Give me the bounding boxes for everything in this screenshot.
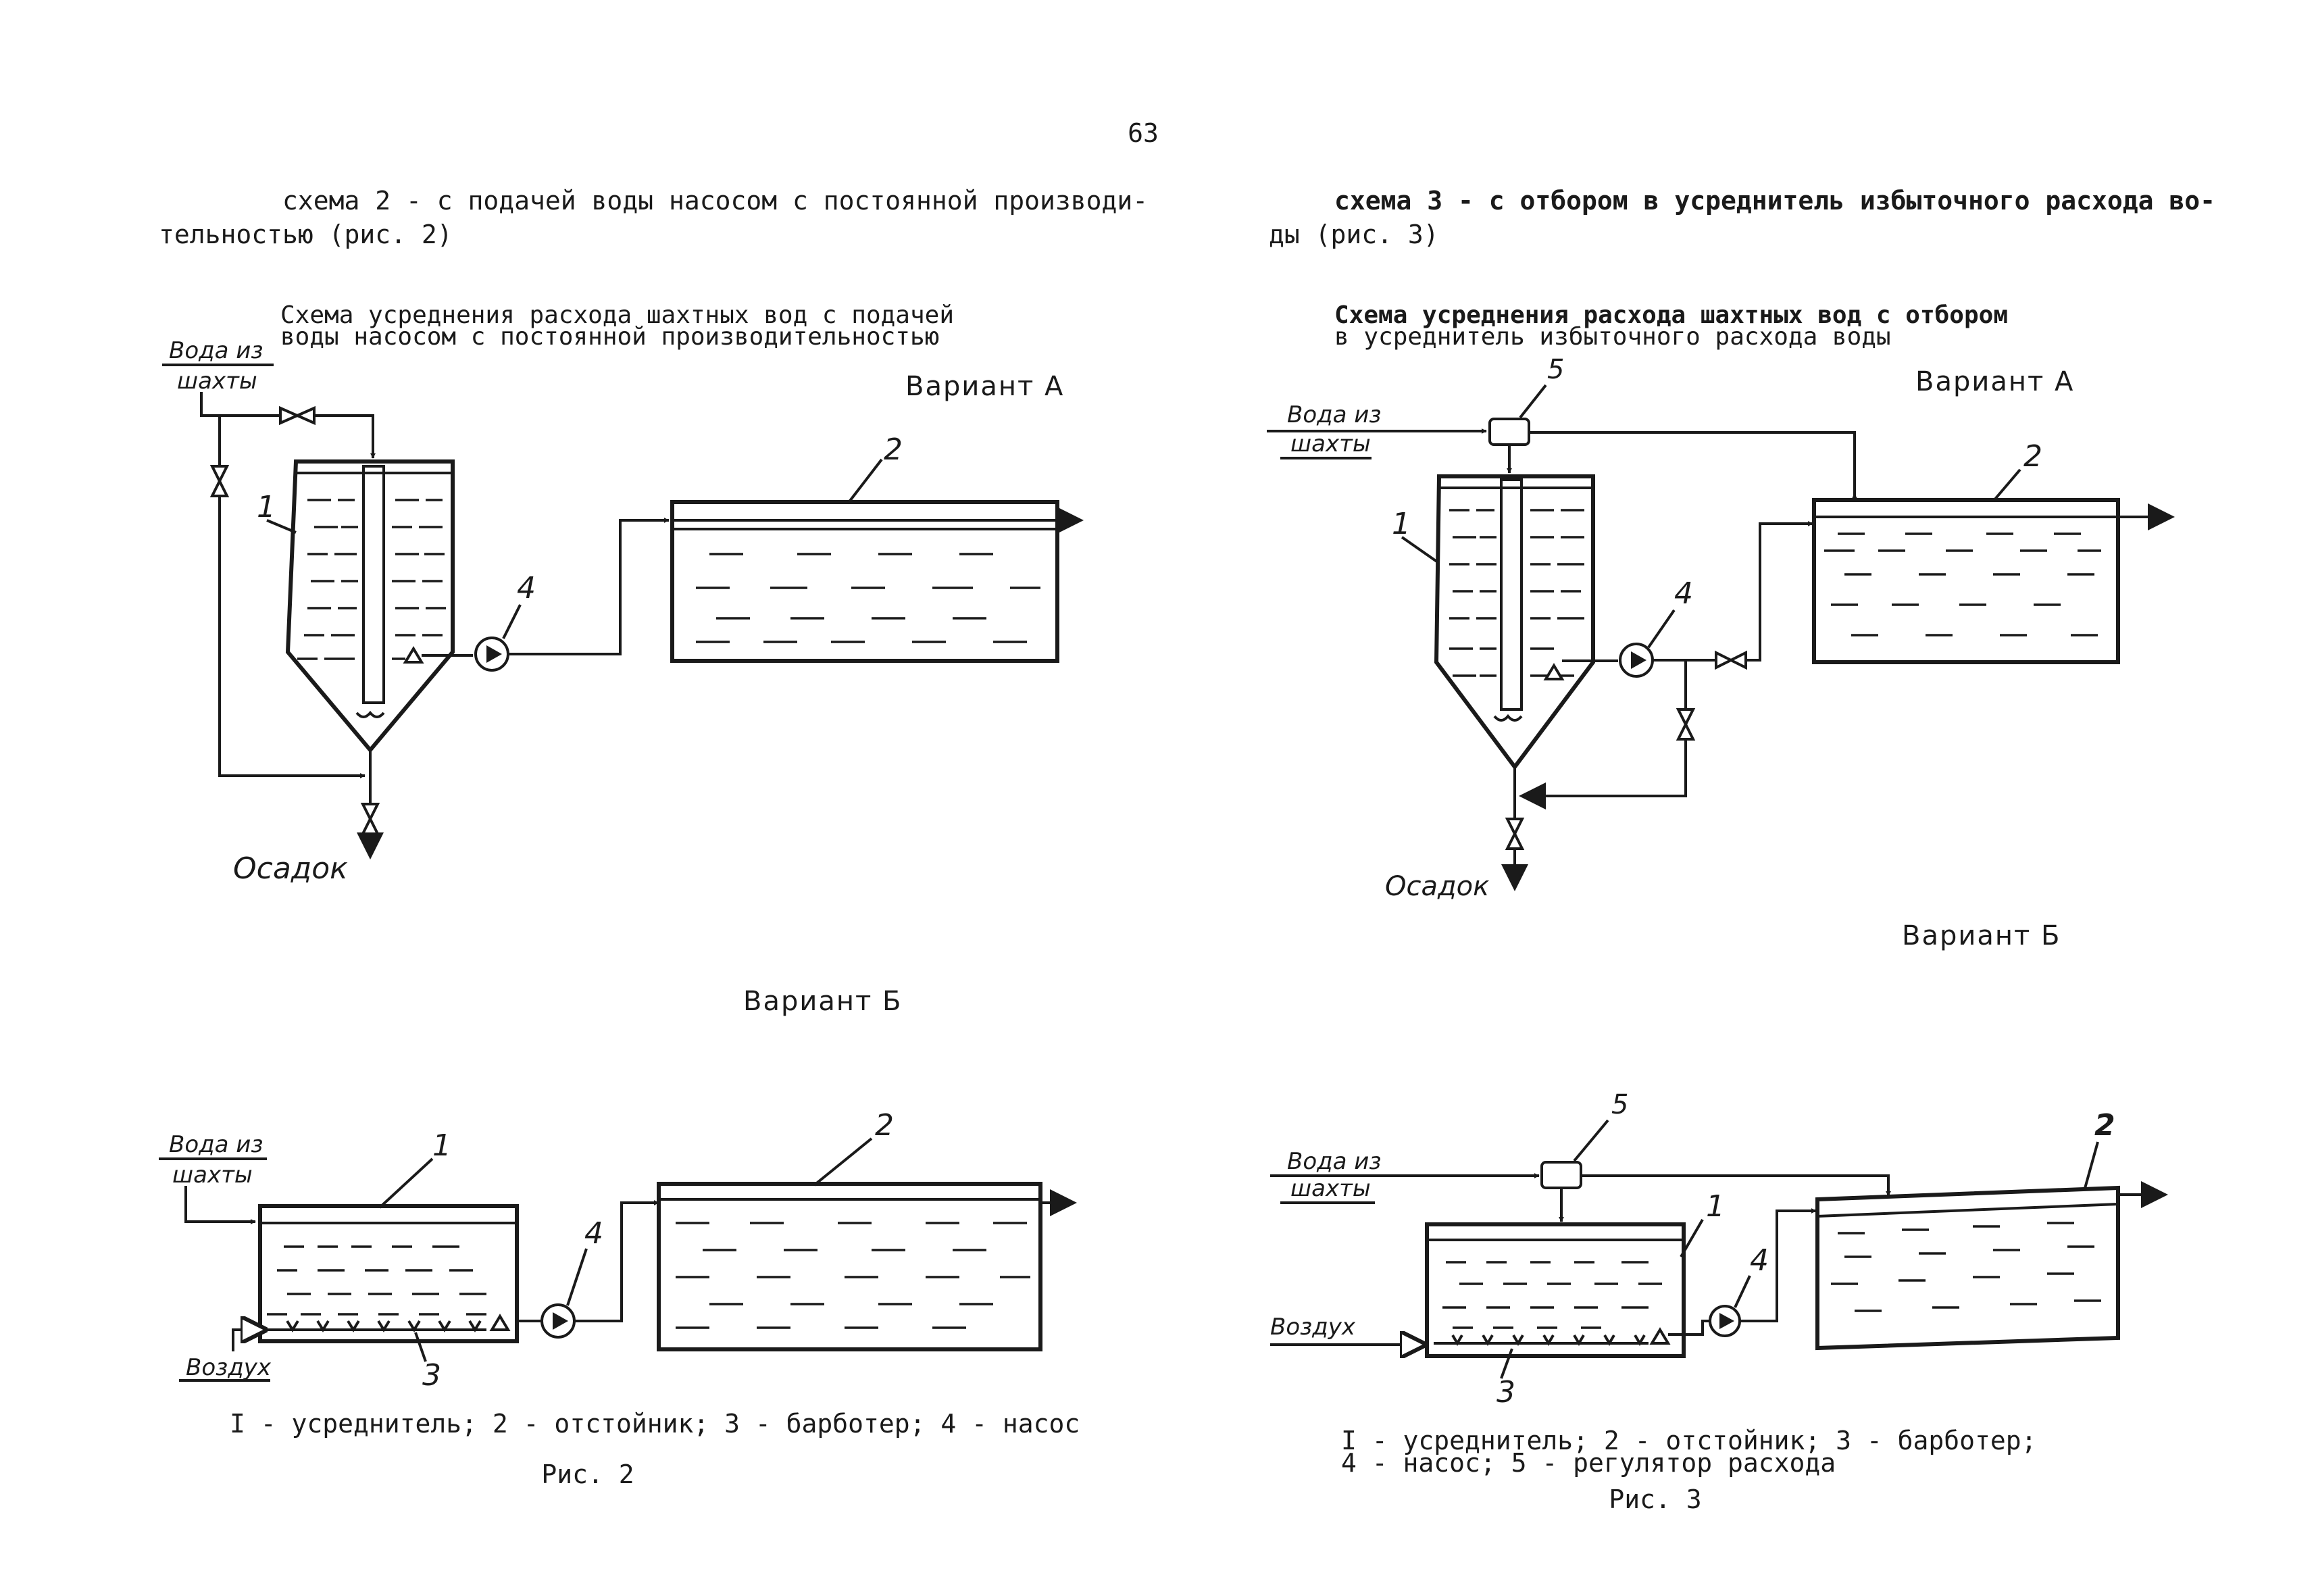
right-variant-b-label: Вариант Б (1902, 920, 2061, 951)
right-legend-line1: I - усреднитель; 2 - отстойник; 3 - барб… (1341, 1426, 2037, 1455)
left-variant-b-label: Вариант Б (743, 986, 902, 1017)
fig2b-label-1: 1 (432, 1128, 451, 1163)
right-variant-a-label: Вариант А (1915, 366, 2074, 397)
left-legend: I - усреднитель; 2 - отстойник; 3 - барб… (230, 1409, 1080, 1439)
fig3b-label-4: 4 (1750, 1243, 1769, 1278)
fig3a-sludge-valve (1505, 818, 1525, 850)
fig3a-label-4: 4 (1674, 576, 1693, 611)
fig3b-inlet-label-line2: шахты (1290, 1175, 1371, 1202)
fig2b-settler-tank (657, 1182, 1042, 1351)
fig2a-pump (474, 637, 509, 672)
fig3b-inlet-label-line1: Вода из (1287, 1148, 1381, 1175)
page-number: 63 (1128, 118, 1159, 148)
right-figure-title-line2: в усреднитель избыточного расхода воды (1334, 323, 1891, 351)
right-figure-title-line1: Схема усреднения расхода шахтных вод с о… (1334, 301, 2008, 329)
fig2a-settler-tank (670, 500, 1059, 663)
fig2b-label-3: 3 (422, 1358, 441, 1393)
fig3b-label-2: 2 (2094, 1108, 2115, 1143)
fig3a-label-5: 5 (1547, 354, 1564, 385)
fig2-variant-a-diagram: Вода из шахты (162, 337, 1084, 886)
fig2a-inlet-valve (279, 405, 316, 426)
left-intro-line1: схема 2 - с подачей воды насосом с посто… (282, 186, 1148, 216)
fig3a-recirculation-valve (1676, 708, 1696, 741)
fig3a-settler-tank (1812, 498, 2120, 664)
right-legend-line2: 4 - насос; 5 - регулятор расхода (1341, 1448, 1836, 1478)
left-intro-line2: тельностью (рис. 2) (159, 220, 453, 249)
fig2a-water-dashes (297, 499, 446, 660)
fig3b-flow-regulator (1540, 1161, 1582, 1189)
fig2a-label-1: 1 (257, 490, 276, 524)
fig2-variant-b-diagram: Вода из шахты Воздух 1 3 (159, 1108, 1077, 1393)
fig3b-pump (1709, 1305, 1741, 1337)
left-figure-title-line1: Схема усреднения расхода шахтных вод с п… (280, 301, 954, 329)
fig3a-equalizer-tank (1434, 474, 1595, 771)
fig2b-air-label: Воздух (186, 1354, 272, 1381)
fig3b-equalizer-tank (1425, 1222, 1686, 1358)
right-figure-caption: Рис. 3 (1609, 1485, 1701, 1514)
fig2a-equalizer-tank (285, 459, 455, 753)
fig2a-inlet-label-line2: шахты (177, 368, 257, 395)
fig2a-sludge-label: Осадок (233, 851, 348, 886)
fig3-variant-a-diagram: Вода из шахты 5 (1267, 354, 2175, 902)
left-figure-caption: Рис. 2 (541, 1460, 634, 1489)
fig3a-sludge-label: Осадок (1385, 871, 1489, 902)
fig2a-inlet-label-line1: Вода из (169, 337, 263, 364)
fig2a-label-2: 2 (884, 432, 903, 467)
left-figure-title-line2: воды насосом с постоянной производительн… (280, 323, 939, 351)
right-intro-line1: схема 3 - с отбором в усреднитель избыто… (1334, 186, 2215, 216)
fig3b-label-5: 5 (1611, 1089, 1628, 1120)
fig3b-settler-tank (1815, 1185, 2120, 1351)
fig3b-label-1: 1 (1706, 1189, 1725, 1224)
fig3b-air-label: Воздух (1270, 1314, 1356, 1341)
fig2b-inlet-label-line1: Вода из (169, 1131, 263, 1158)
fig2b-label-4: 4 (584, 1216, 603, 1251)
fig3a-inlet-label-line1: Вода из (1287, 401, 1381, 428)
fig2a-bypass-valve (209, 465, 230, 497)
fig2b-pump (540, 1303, 576, 1339)
fig3a-flow-regulator (1488, 418, 1530, 446)
fig2b-equalizer-tank (258, 1204, 519, 1343)
right-intro-line2: ды (рис. 3) (1269, 220, 1439, 249)
fig3a-outlet-valve (1715, 650, 1747, 670)
fig2a-sludge-valve (360, 803, 380, 835)
fig2b-label-2: 2 (875, 1108, 894, 1143)
fig3a-pump (1619, 643, 1654, 678)
fig2a-label-4: 4 (517, 571, 536, 605)
fig2b-inlet-label-line2: шахты (172, 1162, 253, 1189)
fig3a-inlet-label-line2: шахты (1290, 430, 1371, 457)
fig3a-label-1: 1 (1392, 507, 1411, 541)
fig3b-label-3: 3 (1496, 1375, 1515, 1410)
fig3-variant-b-diagram: Вода из шахты 5 Воздух (1270, 1089, 2168, 1410)
fig3a-label-2: 2 (2023, 439, 2042, 474)
left-variant-a-label: Вариант А (905, 371, 1064, 402)
